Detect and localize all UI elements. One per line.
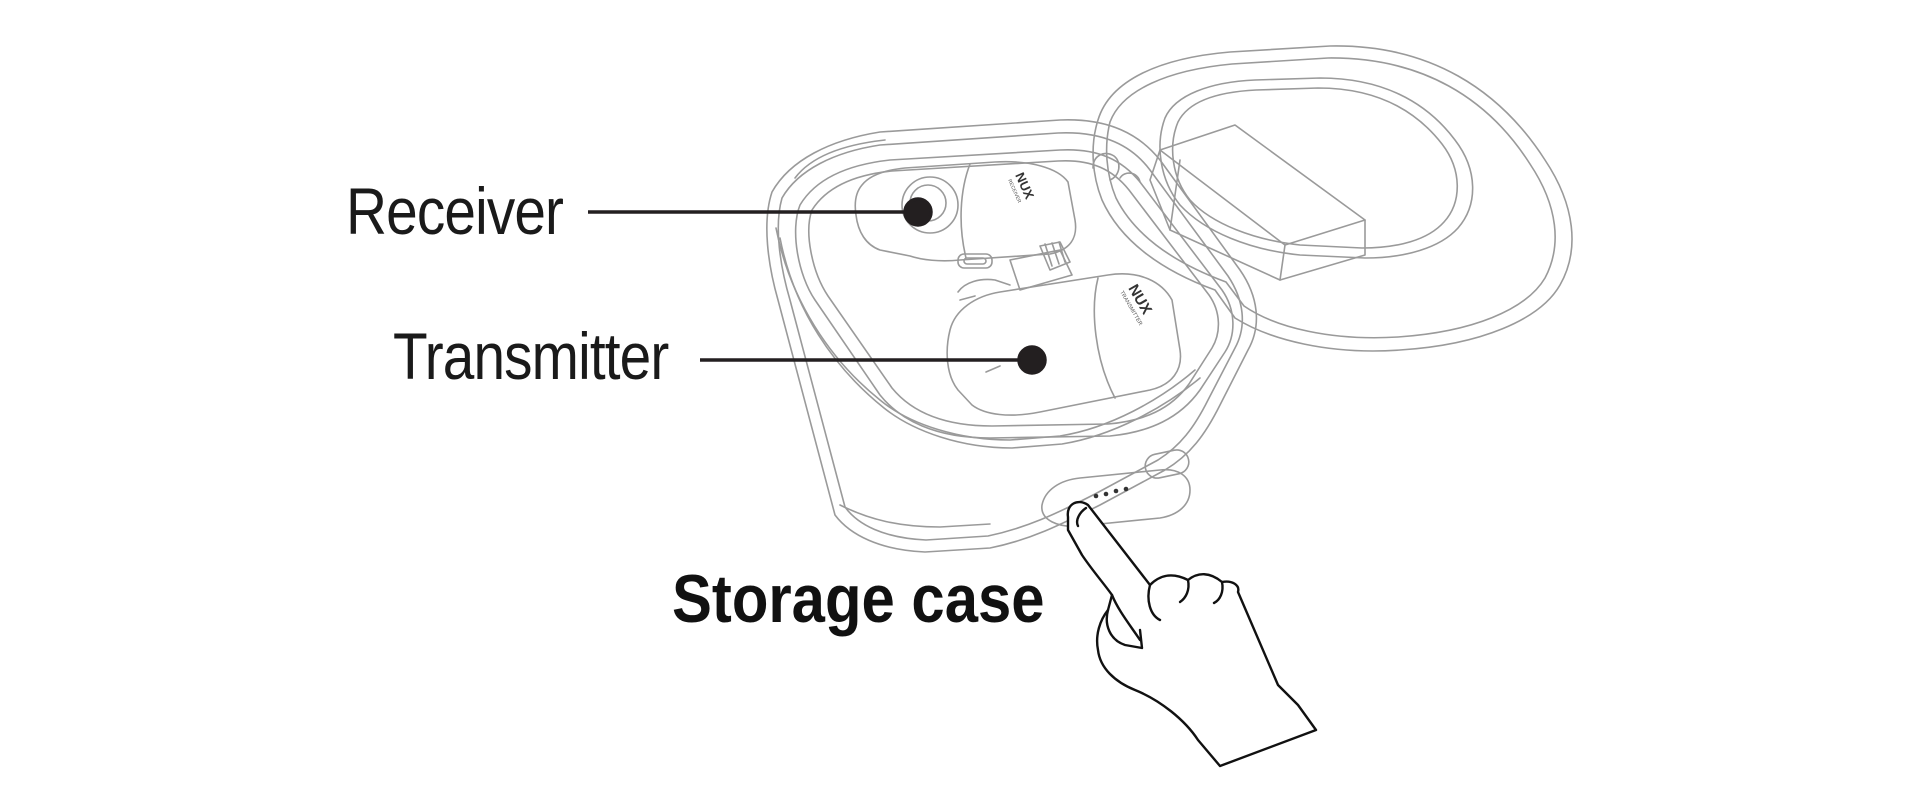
hand-icon: [1066, 500, 1318, 768]
transmitter-label: Transmitter: [393, 319, 669, 393]
storage-case-label: Storage case: [672, 561, 1045, 637]
hinge: [1092, 152, 1120, 181]
led-3: [1113, 488, 1119, 494]
transmitter-pointer-dot: [1017, 345, 1047, 375]
power-button[interactable]: [1143, 448, 1191, 481]
charge-indicator-panel: [1041, 448, 1191, 528]
inner-tray: [794, 149, 1234, 439]
led-2: [1103, 491, 1109, 497]
battery-leds: [1093, 486, 1129, 499]
connector-parts: [957, 241, 1073, 301]
transmitter-unit: NUX TRANSMITTER: [946, 273, 1182, 416]
led-4: [1123, 486, 1129, 492]
case-lid: [1092, 45, 1573, 352]
led-1: [1093, 493, 1099, 499]
receiver-label: Receiver: [346, 174, 564, 248]
callouts: [588, 197, 1047, 375]
receiver-pointer-dot: [903, 197, 933, 227]
case-base: [766, 119, 1258, 553]
